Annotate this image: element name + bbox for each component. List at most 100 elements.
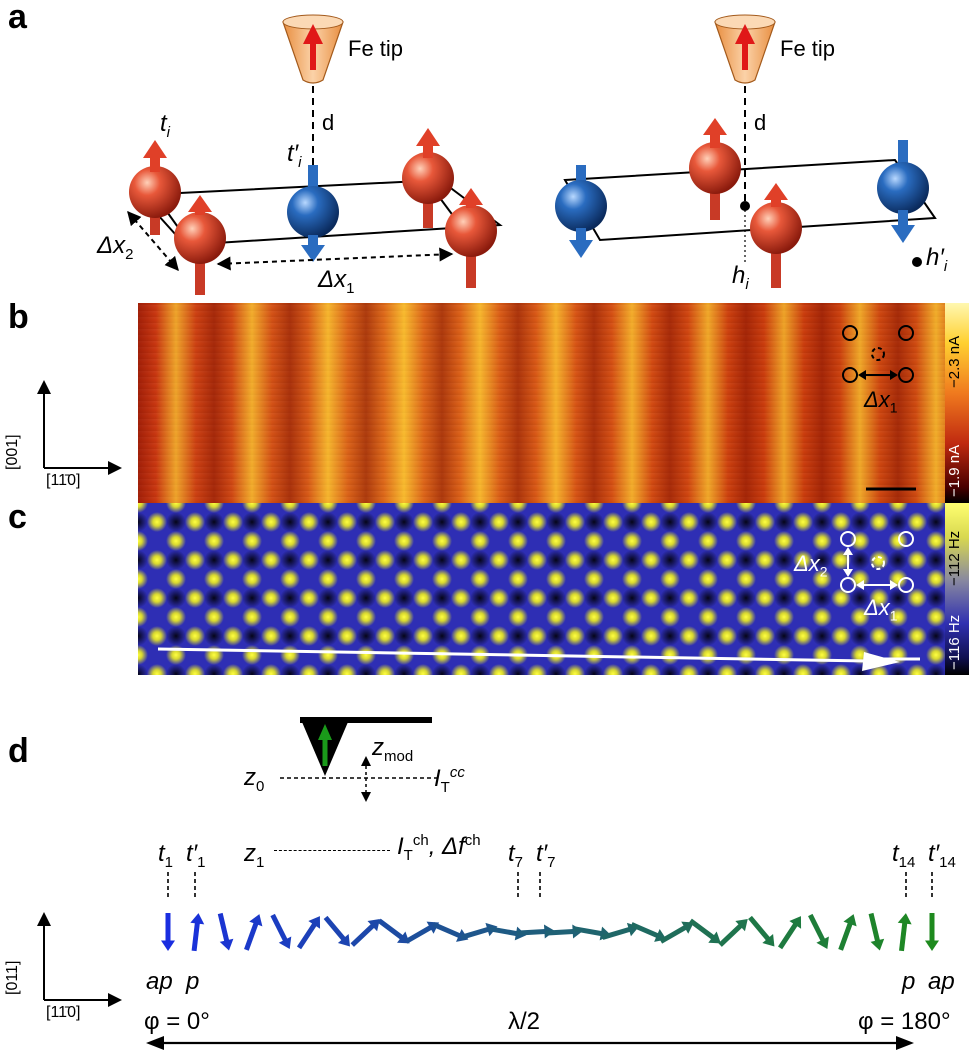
h-i-label: hi [732, 262, 749, 293]
t-i-label: ti [160, 110, 171, 141]
scan-arrow [157, 647, 869, 663]
spin-arrow-head [816, 936, 829, 949]
spin-arrow-shaft [323, 915, 348, 943]
colorbar-b-bottom-label: −1.9 nA [946, 444, 963, 497]
t14-prime-label: t′14 [928, 840, 956, 871]
d-label-right: d [754, 110, 767, 135]
hollow-site-dot-prime [912, 257, 922, 267]
spin-arrow-shaft [808, 913, 827, 944]
zmod-label: zmod [372, 734, 414, 765]
spin-arrow-shaft [748, 915, 772, 943]
p-left-label: p [186, 968, 200, 995]
panel-b-dx1-label: Δx1 [864, 387, 898, 416]
spin-arrow-head [681, 921, 694, 934]
panel-label-d: d [8, 732, 29, 770]
d-label-left: d [322, 110, 335, 135]
z0-label: z0 [244, 764, 265, 795]
colorbar-c-top-label: −112 Hz [946, 530, 963, 586]
hollow-site-dot [740, 201, 750, 211]
t1-label: t1 [158, 840, 174, 871]
spin-arrow-shaft [350, 922, 377, 947]
spin-arrow-shaft [777, 921, 799, 950]
spin-arrow-head [708, 931, 721, 944]
phi-180-label: φ = 180° [858, 1008, 951, 1035]
fe-tip-left-icon [282, 14, 344, 84]
t7-prime-label: t′7 [536, 840, 556, 871]
dx1-label: Δx1 [318, 266, 355, 297]
spin-arrow-head [161, 940, 175, 951]
panel-label-b: b [8, 298, 29, 336]
spin-arrow-shaft [296, 921, 318, 950]
panel-c-dx2-label: Δx2 [794, 551, 828, 580]
spin-arrow-shaft [432, 922, 463, 939]
panel-label-a: a [8, 0, 27, 36]
spin-arrow-head [789, 916, 802, 929]
spin-arrow-shaft [659, 924, 689, 944]
spin-arrow-head [249, 914, 263, 927]
left-atoms [129, 128, 497, 295]
spin-arrow-shaft [270, 913, 289, 944]
stm-image-panel-b: Δx1 [138, 303, 945, 503]
spin-arrow-head [367, 918, 380, 932]
spin-arrow-head [897, 913, 912, 925]
dx2-label: Δx2 [97, 232, 134, 263]
phi-0-label: φ = 0° [144, 1008, 210, 1035]
p-right-label: p [902, 968, 916, 995]
spin-arrow-head [219, 938, 234, 951]
panel-c-dx1-label: Δx1 [864, 595, 898, 624]
spin-arrow-head [308, 916, 321, 929]
spin-arrow-head [762, 934, 775, 947]
z1-label: z1 [244, 840, 265, 871]
panel-a-diagram [127, 14, 937, 295]
spin-arrow-head [925, 940, 939, 951]
axis-label-011: [011] [4, 960, 21, 995]
spin-arrow-shaft [377, 918, 406, 941]
spin-arrow-shaft [718, 922, 744, 947]
colorbar-c [945, 503, 969, 675]
axis-label-110-d: [11̄0] [46, 1004, 81, 1021]
spin-arrow-shaft [244, 920, 260, 951]
colorbar-b-top-label: −2.3 nA [946, 335, 963, 388]
spin-spiral-diagram [146, 872, 939, 1050]
colorbar-c-bottom-label: −116 Hz [946, 614, 963, 670]
fe-tip-label-left: Fe tip [348, 36, 404, 61]
spin-arrow-shaft [217, 912, 230, 944]
spin-arrow-shaft [688, 918, 717, 941]
spin-arrow-shaft [868, 912, 881, 944]
axes-indicator-bc [37, 380, 122, 475]
ich-dfch-label: ITch, Δfch [397, 832, 481, 864]
spin-arrow-head [190, 913, 205, 925]
dx2-arrow [127, 210, 179, 272]
spin-arrow-shaft [488, 926, 520, 937]
z1-dashed-line [274, 850, 390, 851]
spin-arrow-shaft [573, 926, 605, 937]
spin-arrow-shaft [460, 926, 491, 940]
spin-arrow-shaft [601, 926, 633, 940]
spin-arrow-shaft [545, 928, 576, 936]
axis-label-001: [001] [4, 434, 21, 470]
spin-arrow-head [843, 914, 857, 927]
dx1-arrow [216, 247, 454, 271]
t-i-prime-label: t′i [287, 140, 302, 171]
fe-tip-right-icon [714, 14, 776, 84]
colorbar-b [945, 303, 969, 503]
ap-right-label: ap [928, 968, 955, 995]
panel-label-c: c [8, 498, 27, 536]
spin-arrow-head [735, 918, 748, 932]
t14-label: t14 [892, 840, 916, 871]
afm-image-panel-c: Δx2 Δx1 [138, 503, 945, 675]
right-atoms [555, 118, 929, 288]
axis-label-110-bc: [11̄0] [46, 472, 81, 489]
ap-left-label: ap [146, 968, 173, 995]
fe-tip-label-right: Fe tip [780, 36, 836, 61]
lambda-half-label: λ/2 [508, 1008, 541, 1035]
I-cc-label: ITcc [434, 764, 465, 796]
spin-arrow-head [337, 934, 350, 947]
spin-arrow-shaft [191, 920, 201, 952]
t1-prime-label: t′1 [186, 840, 206, 871]
axes-indicator-d [37, 912, 122, 1007]
spin-arrow-shaft [404, 924, 434, 944]
spin-arrow-shaft [838, 920, 854, 951]
spin-arrow-head [870, 938, 885, 951]
t7-label: t7 [508, 840, 524, 871]
